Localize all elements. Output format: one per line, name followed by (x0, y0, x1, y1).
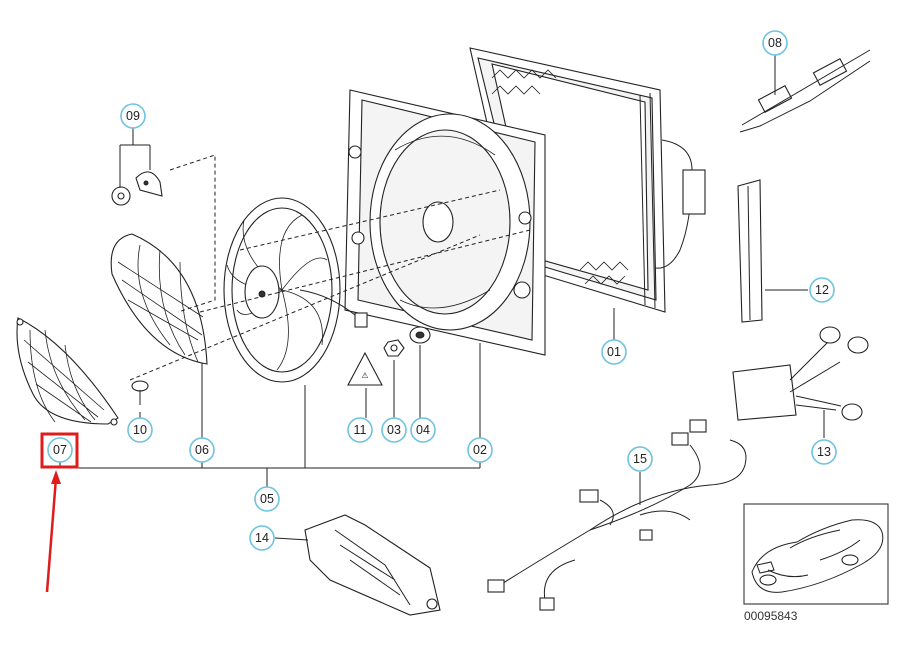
svg-text:02: 02 (473, 443, 487, 457)
callout-07[interactable]: 07 (47, 437, 73, 463)
sensor-lead-part (739, 49, 871, 133)
svg-text:13: 13 (817, 445, 831, 459)
svg-text:14: 14 (255, 531, 269, 545)
svg-text:04: 04 (416, 423, 430, 437)
svg-text:15: 15 (633, 452, 647, 466)
callout-14[interactable]: 14 (249, 525, 275, 551)
fan-shroud-part (344, 89, 546, 356)
nut-part (383, 339, 405, 357)
grommet-part (409, 326, 431, 344)
mount-bracket-part (304, 514, 441, 616)
clip-parts (111, 171, 163, 206)
callout-04[interactable]: 04 (410, 417, 436, 443)
screw-part (131, 380, 149, 405)
callout-15[interactable]: 15 (627, 446, 653, 472)
highlight-arrow (45, 470, 61, 593)
svg-text:06: 06 (195, 443, 209, 457)
svg-text:10: 10 (133, 423, 147, 437)
callout-10[interactable]: 10 (127, 417, 153, 443)
callout-05[interactable]: 05 (254, 486, 280, 512)
reference-number: 00095843 (744, 609, 798, 623)
svg-text:09: 09 (126, 109, 140, 123)
svg-text:11: 11 (354, 423, 367, 437)
resistor-part (732, 326, 869, 421)
svg-text:05: 05 (260, 492, 274, 506)
vehicle-inset: 00095843 (743, 503, 889, 623)
callout-01[interactable]: 01 (601, 339, 627, 365)
svg-text:12: 12 (815, 283, 829, 297)
leader-lines (59, 55, 825, 541)
callout-12[interactable]: 12 (809, 277, 835, 303)
callout-02[interactable]: 02 (467, 437, 493, 463)
svg-text:08: 08 (768, 36, 782, 50)
svg-text:07: 07 (53, 443, 67, 457)
fan-grille-part (110, 233, 208, 365)
fan-wheel-part (223, 197, 368, 383)
callout-06[interactable]: 06 (189, 437, 215, 463)
svg-text:01: 01 (607, 345, 621, 359)
warning-label-part: ⚠ (347, 351, 383, 386)
callout-13[interactable]: 13 (811, 439, 837, 465)
wiring-harness-part (487, 419, 747, 611)
callout-03[interactable]: 03 (381, 417, 407, 443)
callout-08[interactable]: 08 (762, 30, 788, 56)
callout-11[interactable]: 11 (347, 417, 373, 443)
lower-grille-part (16, 317, 119, 426)
callout-07-highlight-box (40, 432, 79, 469)
svg-text:03: 03 (387, 423, 401, 437)
callout-09[interactable]: 09 (120, 103, 146, 129)
bracket-part (737, 179, 763, 323)
svg-text:⚠: ⚠ (361, 371, 368, 380)
